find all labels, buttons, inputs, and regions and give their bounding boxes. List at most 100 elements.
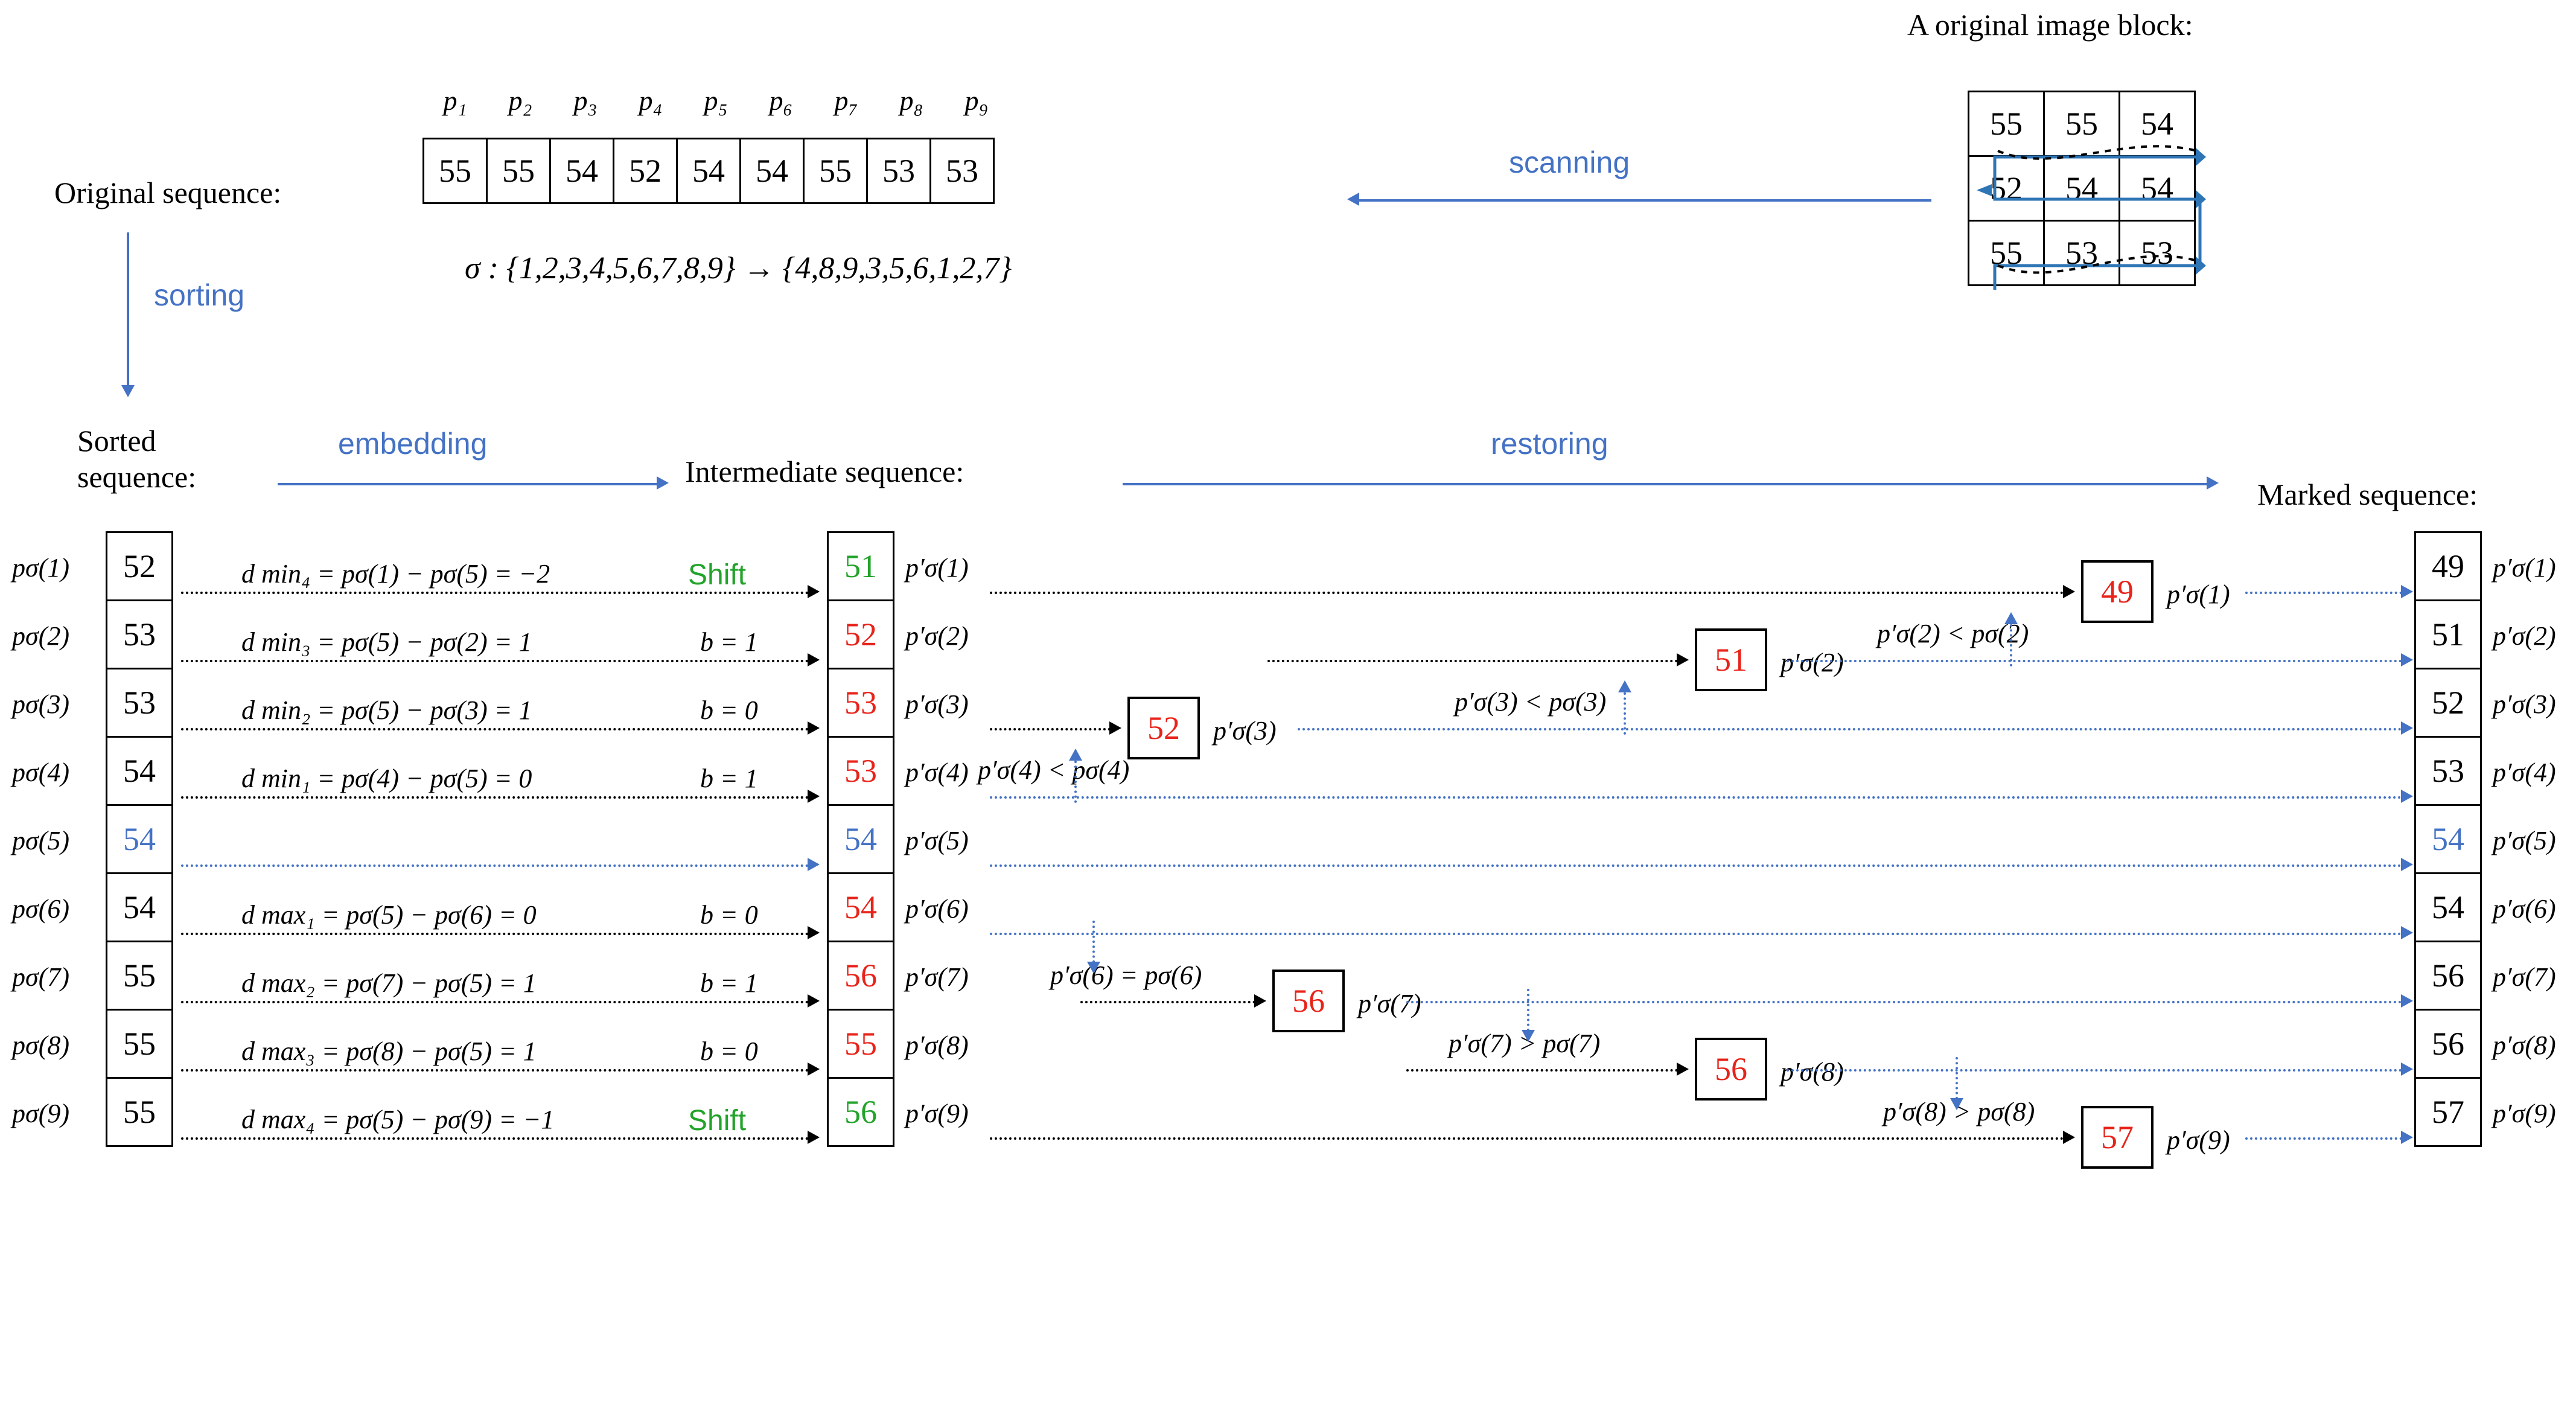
scanning-arrow — [1358, 199, 1931, 202]
original-sequence-label: Original sequence: — [54, 176, 282, 209]
original-cell: 55 — [803, 138, 868, 204]
marked-row-label: p′σ(4) — [2493, 758, 2556, 787]
embedding-row-arrow-head — [808, 1062, 820, 1076]
restore-arrow — [1406, 1069, 1678, 1072]
block-cell: 52 — [1968, 155, 2045, 222]
embedding-bit: Shift — [688, 1105, 747, 1137]
marked-cell: 56 — [2414, 1009, 2482, 1079]
restore-condition-arrow — [1956, 1057, 1958, 1099]
intermediate-row-label: p′σ(7) — [905, 962, 969, 992]
restore-arrow-head — [1677, 653, 1689, 666]
intermediate-row-label: p′σ(5) — [905, 826, 969, 855]
intermediate-cell: 51 — [827, 531, 894, 601]
intermediate-column: 51 52 53 53 54 54 56 55 56 — [827, 531, 894, 1147]
sorted-row-label: pσ(1) — [12, 553, 70, 583]
embedding-bit: b = 1 — [700, 627, 758, 657]
embedding-row-arrow — [181, 1001, 809, 1003]
marked-row-label: p′σ(6) — [2493, 894, 2556, 924]
restore-box-label: p′σ(3) — [1213, 716, 1277, 746]
block-cell: 53 — [2043, 220, 2120, 286]
embedding-formula: d max₂ = pσ(7) − pσ(5) = 1 — [241, 968, 537, 998]
restore-arrow — [1080, 1001, 1255, 1003]
intermediate-row-label: p′σ(1) — [905, 553, 969, 583]
restore-condition-arrow-head — [1069, 749, 1082, 761]
embedding-arrow-head — [657, 476, 669, 490]
embedding-row-arrow-head — [808, 1131, 820, 1144]
p-header: p₆ — [769, 85, 793, 116]
p-header: p₇ — [834, 85, 858, 116]
sorting-label: sorting — [154, 278, 245, 312]
p-header: p₁ — [443, 85, 467, 116]
p-header: p₃ — [573, 85, 598, 116]
restore-condition: p′σ(4) < pσ(4) — [978, 755, 1130, 785]
p-header: p₄ — [639, 85, 663, 116]
embedding-row-arrow — [181, 1069, 809, 1072]
restore-condition-arrow-head — [1618, 680, 1631, 692]
embedding-bit: b = 1 — [700, 968, 758, 998]
marked-cell: 53 — [2414, 736, 2482, 806]
sorted-cell: 54 — [106, 804, 173, 874]
sorted-cell: 55 — [106, 1009, 173, 1079]
embedding-formula: d max₁ = pσ(5) − pσ(6) = 0 — [241, 900, 537, 930]
marked-link-head — [2401, 790, 2413, 803]
embedding-row-arrow — [181, 796, 809, 799]
embedding-row-arrow-head — [808, 585, 820, 598]
marked-link — [1787, 1069, 2402, 1072]
intermediate-cell: 53 — [827, 668, 894, 738]
restore-arrow-head — [2063, 1131, 2075, 1144]
scan-path-icon — [1977, 145, 2206, 290]
sorted-column: 52 53 53 54 54 54 55 55 55 — [106, 531, 173, 1147]
restore-box: 57 — [2081, 1106, 2154, 1169]
sorted-sequence-label: Sorted sequence: — [77, 423, 196, 495]
marked-link-head — [2401, 585, 2413, 598]
marked-cell: 52 — [2414, 668, 2482, 738]
restoring-arrow-head — [2207, 476, 2219, 490]
restore-box: 49 — [2081, 560, 2154, 623]
intermediate-sequence-label: Intermediate sequence: — [685, 455, 964, 488]
sorted-row-label: pσ(8) — [12, 1030, 70, 1060]
marked-sequence-label: Marked sequence: — [2257, 478, 2478, 511]
sorted-cell: 55 — [106, 941, 173, 1011]
restore-box-label: p′σ(9) — [2167, 1125, 2230, 1155]
sorting-arrow-head — [121, 385, 135, 397]
embedding-row-arrow-head — [808, 858, 820, 871]
sorted-cell: 54 — [106, 736, 173, 806]
marked-column: 49 51 52 53 54 54 56 56 57 — [2414, 531, 2482, 1147]
sorted-row-label: pσ(2) — [12, 621, 70, 651]
embedding-row-arrow — [181, 728, 809, 730]
intermediate-row-label: p′σ(3) — [905, 689, 969, 719]
marked-link-head — [2401, 926, 2413, 939]
restore-condition: p′σ(2) < pσ(2) — [1877, 619, 2029, 648]
embedding-bit: b = 1 — [700, 764, 758, 793]
restore-condition-arrow — [1074, 761, 1077, 803]
marked-link-head — [2401, 994, 2413, 1008]
marked-row-label: p′σ(7) — [2493, 962, 2556, 992]
marked-row-label: p′σ(5) — [2493, 826, 2556, 855]
marked-row-label: p′σ(3) — [2493, 689, 2556, 719]
restore-box: 56 — [1695, 1038, 1767, 1101]
embedding-formula: d min₁ = pσ(4) − pσ(5) = 0 — [241, 764, 532, 793]
marked-link — [1298, 728, 2402, 730]
sorted-row-label: pσ(4) — [12, 758, 70, 787]
restore-box-label: p′σ(7) — [1358, 989, 1421, 1018]
intermediate-cell: 54 — [827, 804, 894, 874]
sorted-row-label: pσ(7) — [12, 962, 70, 992]
restore-arrow — [1267, 660, 1678, 662]
restore-arrow-head — [1677, 1062, 1689, 1076]
marked-link-head — [2401, 653, 2413, 666]
restore-condition-arrow-head — [1950, 1098, 1963, 1110]
block-cell: 55 — [1968, 220, 2045, 286]
sorted-cell: 55 — [106, 1077, 173, 1147]
restore-box-label: p′σ(1) — [2167, 580, 2230, 609]
original-cell: 53 — [866, 138, 931, 204]
marked-cell: 57 — [2414, 1077, 2482, 1147]
restoring-label: restoring — [1491, 427, 1608, 461]
original-cell: 53 — [929, 138, 995, 204]
restore-condition-arrow — [1527, 989, 1529, 1031]
intermediate-cell: 56 — [827, 1077, 894, 1147]
marked-link-head — [2401, 1062, 2413, 1076]
restore-condition-arrow — [1092, 921, 1095, 963]
embedding-row-arrow-head — [808, 653, 820, 666]
restore-condition: p′σ(6) = pσ(6) — [1050, 960, 1202, 990]
sorted-cell: 53 — [106, 599, 173, 669]
